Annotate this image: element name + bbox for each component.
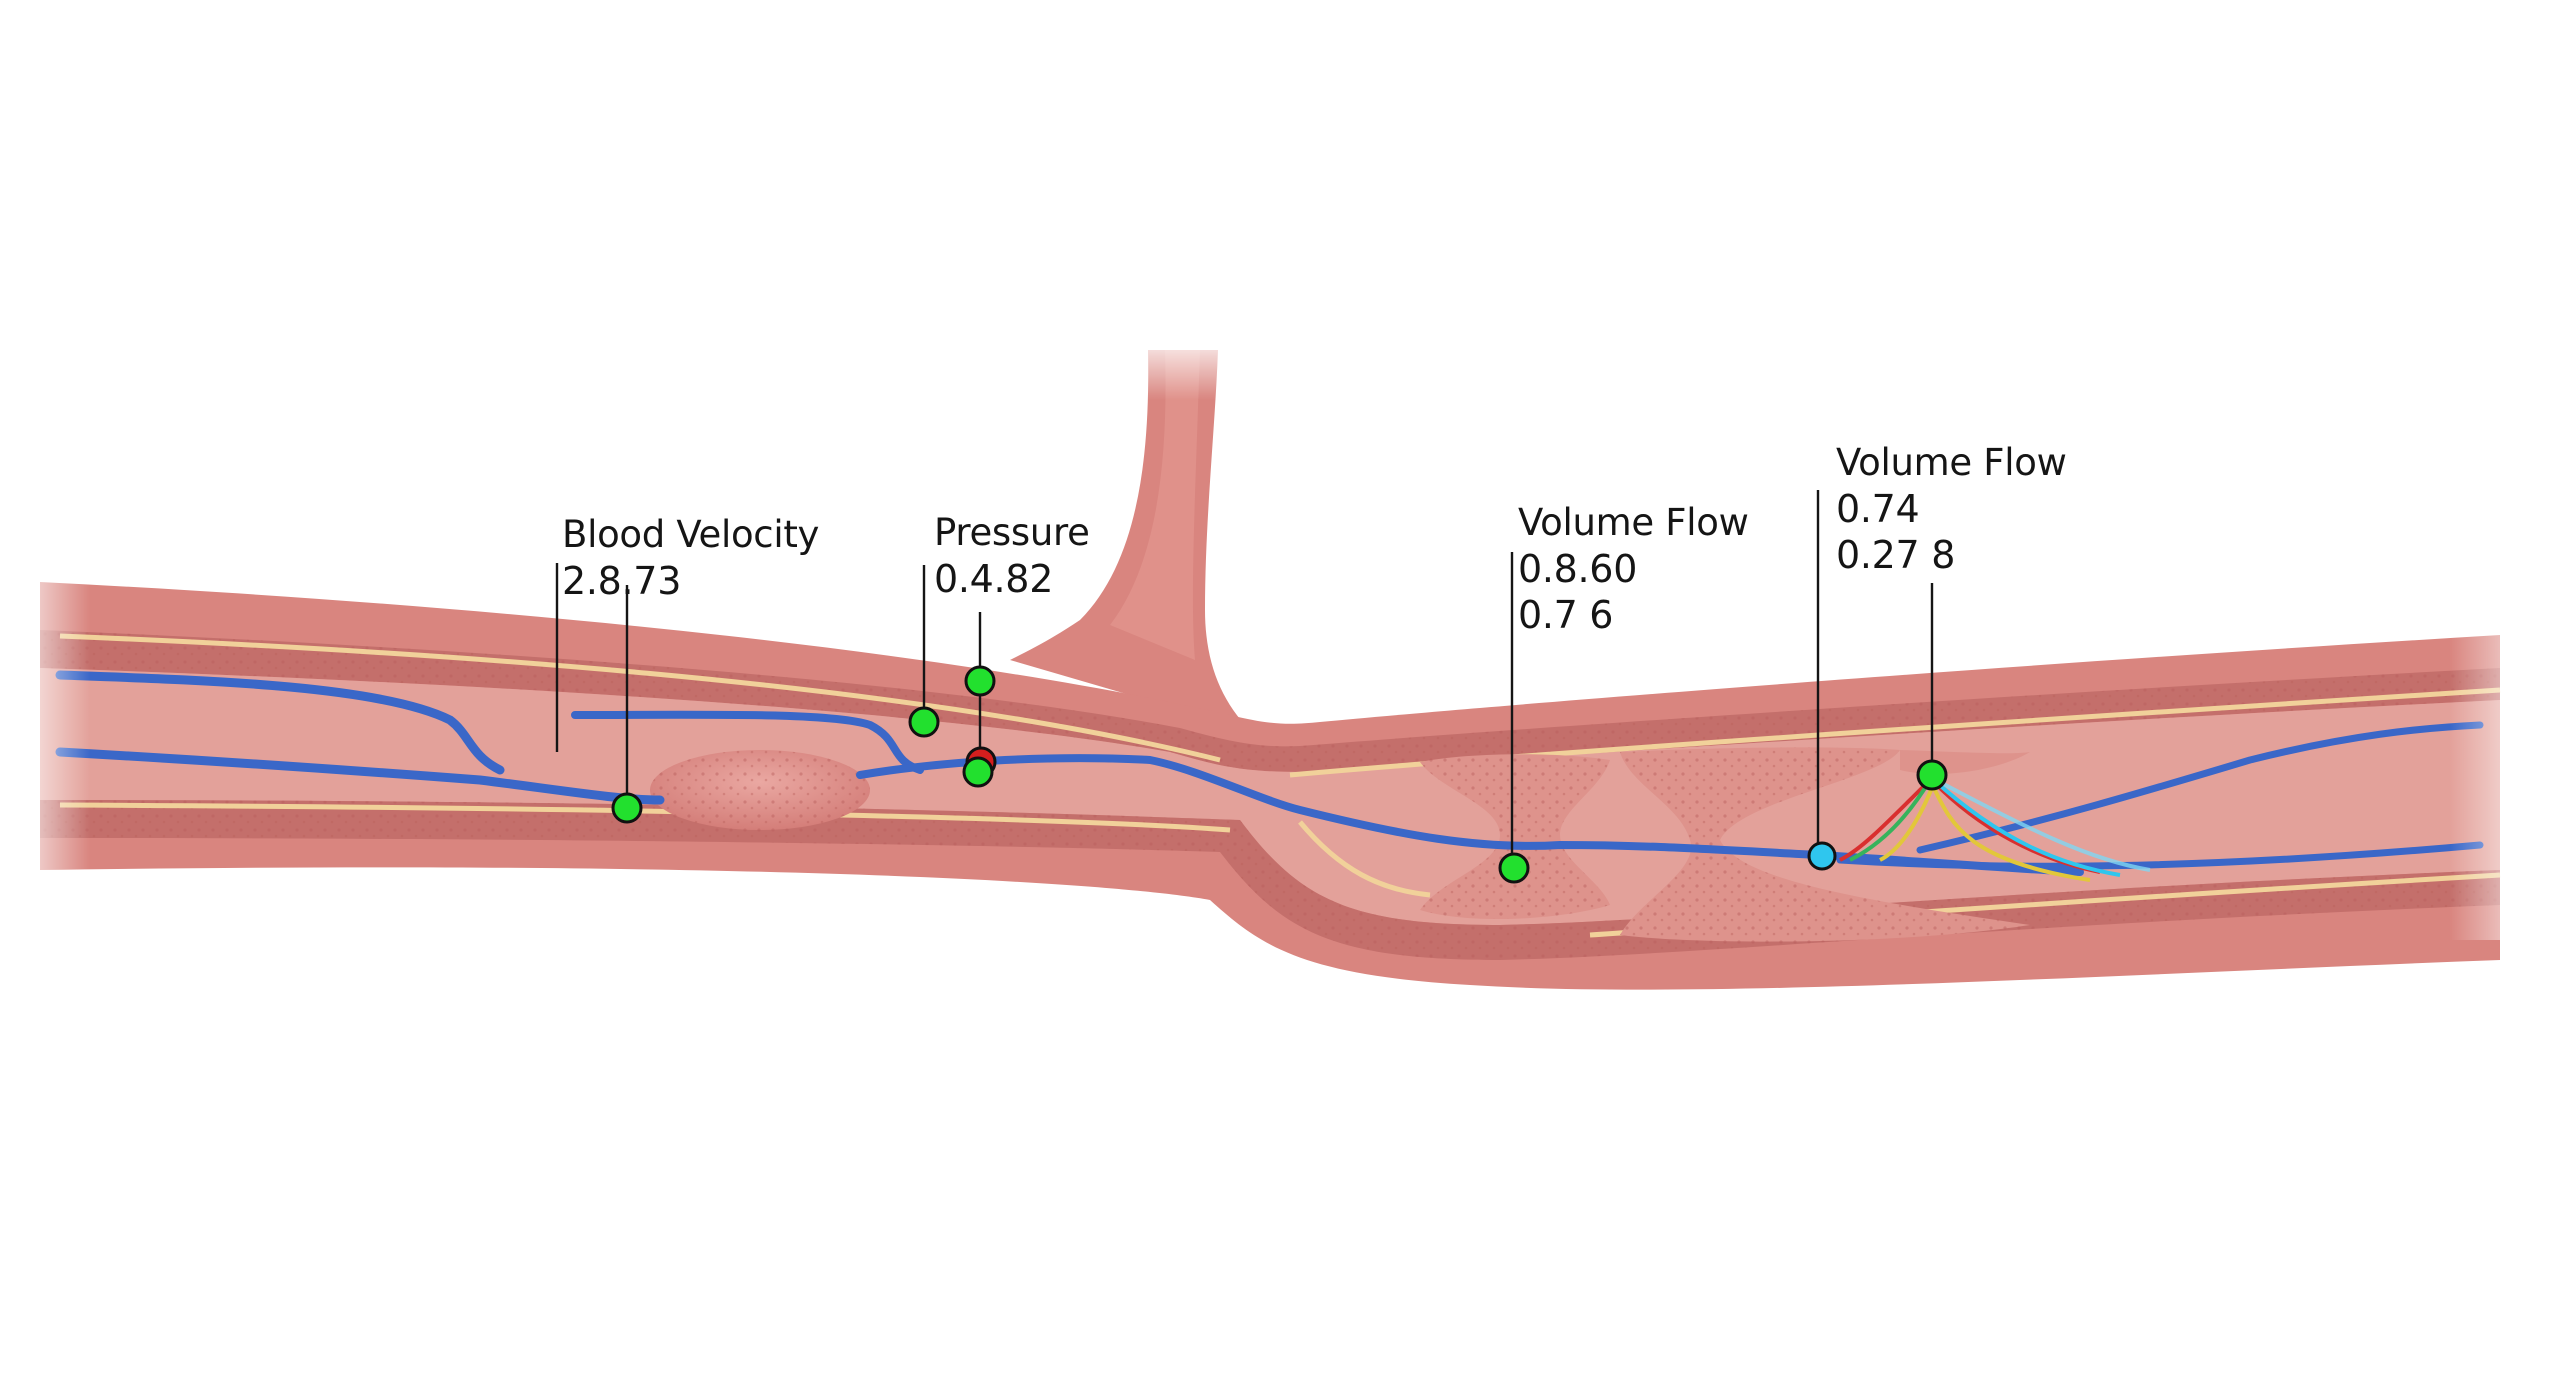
pressure-marker — [962, 756, 994, 788]
volume-flow-1-title: Volume Flow — [1518, 501, 1749, 544]
flow-line-upper — [55, 670, 505, 775]
pressure-value: 0.4.82 — [934, 557, 1054, 601]
blood-velocity-label: Blood Velocity 2.8.73 — [562, 512, 819, 604]
volume-flow-1-value-1: 0.8.60 — [1518, 547, 1638, 591]
volume-flow-2-title: Volume Flow — [1836, 441, 2067, 484]
pressure-upper-marker — [964, 665, 996, 697]
intima-upper — [59, 633, 1221, 763]
volume-flow-2-marker — [1916, 759, 1948, 791]
blood-velocity-value: 2.8.73 — [562, 559, 682, 603]
flow-cyan-marker — [1807, 841, 1837, 871]
volume-flow-2-value-2: 0.27 8 — [1836, 533, 1956, 577]
volume-flow-1-marker — [1498, 852, 1530, 884]
pressure-label: Pressure 0.4.82 — [934, 510, 1090, 602]
markers — [611, 665, 1948, 884]
flow-line-main — [55, 747, 665, 805]
blood-velocity-title: Blood Velocity — [562, 513, 820, 556]
volume-flow-2-value-1: 0.74 — [1836, 487, 1920, 531]
pressure-aux-marker — [908, 706, 940, 738]
volume-flow-2-label: Volume Flow 0.74 0.27 8 — [1836, 440, 2067, 578]
leader-lines — [555, 490, 1934, 868]
blood-velocity-marker — [611, 792, 643, 824]
pressure-title: Pressure — [934, 511, 1090, 554]
volume-flow-1-label: Volume Flow 0.8.60 0.7 6 — [1518, 500, 1749, 638]
volume-flow-1-value-2: 0.7 6 — [1518, 593, 1614, 637]
